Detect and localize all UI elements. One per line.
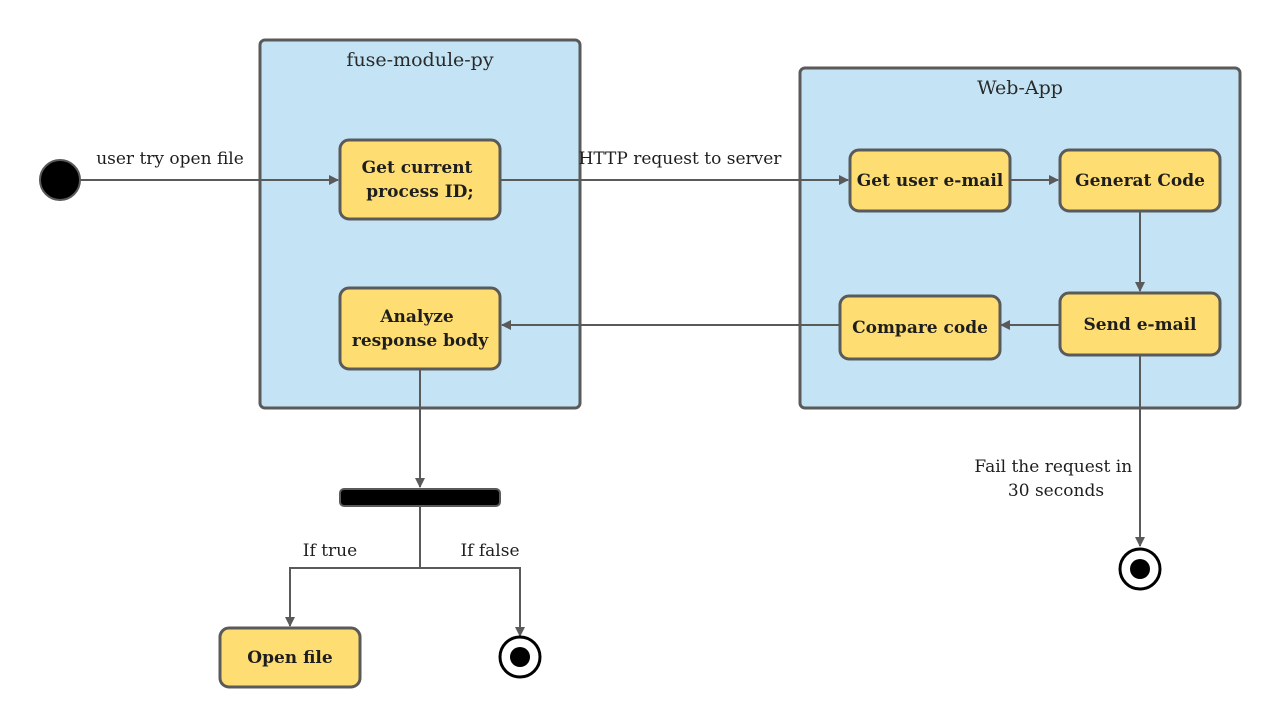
action-open-file: Open file <box>218 626 362 689</box>
label-fail-request-line-2: 30 seconds <box>1008 481 1104 501</box>
action-compare-code: Compare code <box>838 294 1002 361</box>
label-http-request: HTTP request to server <box>579 149 783 169</box>
action-analyze-response-line-2: response body <box>352 331 489 351</box>
action-compare-code-label: Compare code <box>852 318 988 338</box>
action-get-user-email-label: Get user e-mail <box>857 171 1004 191</box>
svg-text:Open file: Open file <box>247 648 333 668</box>
action-send-email-label: Send e-mail <box>1083 315 1197 335</box>
action-get-process-id: Get current process ID; <box>338 138 502 221</box>
label-fail-request-line-1: Fail the request in <box>974 457 1132 477</box>
label-user-try-open-file: user try open file <box>96 149 244 169</box>
label-if-true: If true <box>303 541 357 561</box>
action-send-email: Send e-mail <box>1058 291 1222 357</box>
action-analyze-response: Analyze response body <box>338 286 502 371</box>
svg-text:Send e-mail: Send e-mail <box>1083 315 1197 335</box>
start-node <box>39 159 81 201</box>
svg-text:Fail the request in 30 sec: Fail the request in 30 seconds <box>974 457 1137 501</box>
action-generate-code-label: Generat Code <box>1075 171 1205 191</box>
end-node-if-false <box>498 635 542 679</box>
action-open-file-label: Open file <box>247 648 333 668</box>
svg-text:Get user e-mail: Get user e-mail <box>857 171 1004 191</box>
lane-title-web-app: Web-App <box>977 77 1063 99</box>
edge-fork-true <box>285 506 421 627</box>
label-if-false: If false <box>460 541 519 561</box>
edge-fork-false <box>420 567 525 637</box>
end-node-timeout <box>1118 547 1162 591</box>
lane-title-fuse-module-py: fuse-module-py <box>346 49 493 71</box>
action-get-process-id-line-1: Get current <box>362 158 473 178</box>
action-generate-code: Generat Code <box>1058 148 1222 213</box>
svg-text:Compare code: Compare code <box>852 318 988 338</box>
svg-text:Analyze response body: Analyze response body <box>352 307 489 351</box>
svg-text:Generat Code: Generat Code <box>1075 171 1205 191</box>
svg-text:Get current process ID;: Get current process ID; <box>362 158 479 202</box>
action-get-process-id-line-2: process ID; <box>366 182 473 202</box>
action-analyze-response-line-1: Analyze <box>379 307 454 327</box>
action-get-user-email: Get user e-mail <box>848 148 1012 213</box>
fork-bar <box>339 488 501 507</box>
